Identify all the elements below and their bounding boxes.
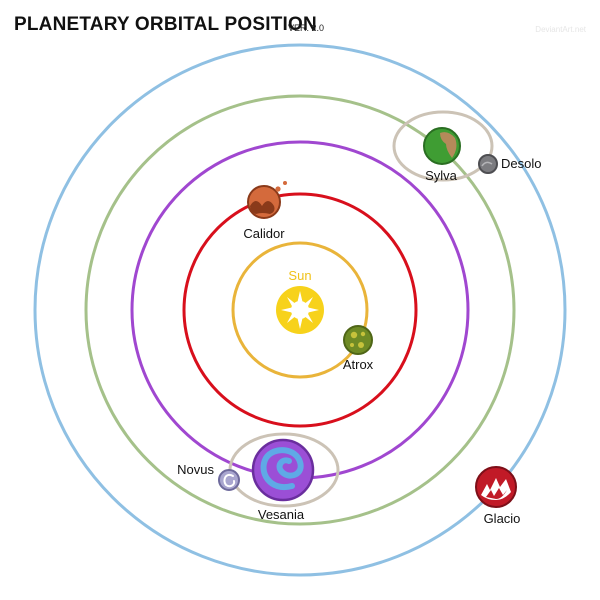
orbit-calidor <box>182 192 418 428</box>
sylva-label: Sylva <box>425 168 458 183</box>
calidor-planet-icon <box>247 181 287 219</box>
orbit-atrox <box>231 241 369 379</box>
version-label: VER. 2.0 <box>288 23 325 33</box>
glacio-label: Glacio <box>484 511 521 526</box>
orbit-sylva <box>84 94 516 526</box>
desolo-moon-icon <box>478 154 498 174</box>
glacio-planet-icon <box>475 466 517 508</box>
vesania-label: Vesania <box>258 507 305 522</box>
vesania-planet-icon <box>251 438 315 502</box>
novus-moon-icon <box>218 469 240 491</box>
novus-label: Novus <box>177 462 214 477</box>
diagram-title: PLANETARY ORBITAL POSITION <box>14 14 317 35</box>
calidor-label: Calidor <box>243 226 285 241</box>
moon-orbit-sylva <box>392 110 494 182</box>
sylva-planet-icon <box>423 127 461 165</box>
credit-watermark: DeviantArt.net <box>535 25 586 34</box>
sun-icon <box>276 286 324 334</box>
atrox-planet-icon <box>343 325 373 355</box>
atrox-label: Atrox <box>343 357 374 372</box>
sun-label: Sun <box>288 268 311 283</box>
desolo-label: Desolo <box>501 156 541 171</box>
orbit-glacio <box>33 43 567 577</box>
